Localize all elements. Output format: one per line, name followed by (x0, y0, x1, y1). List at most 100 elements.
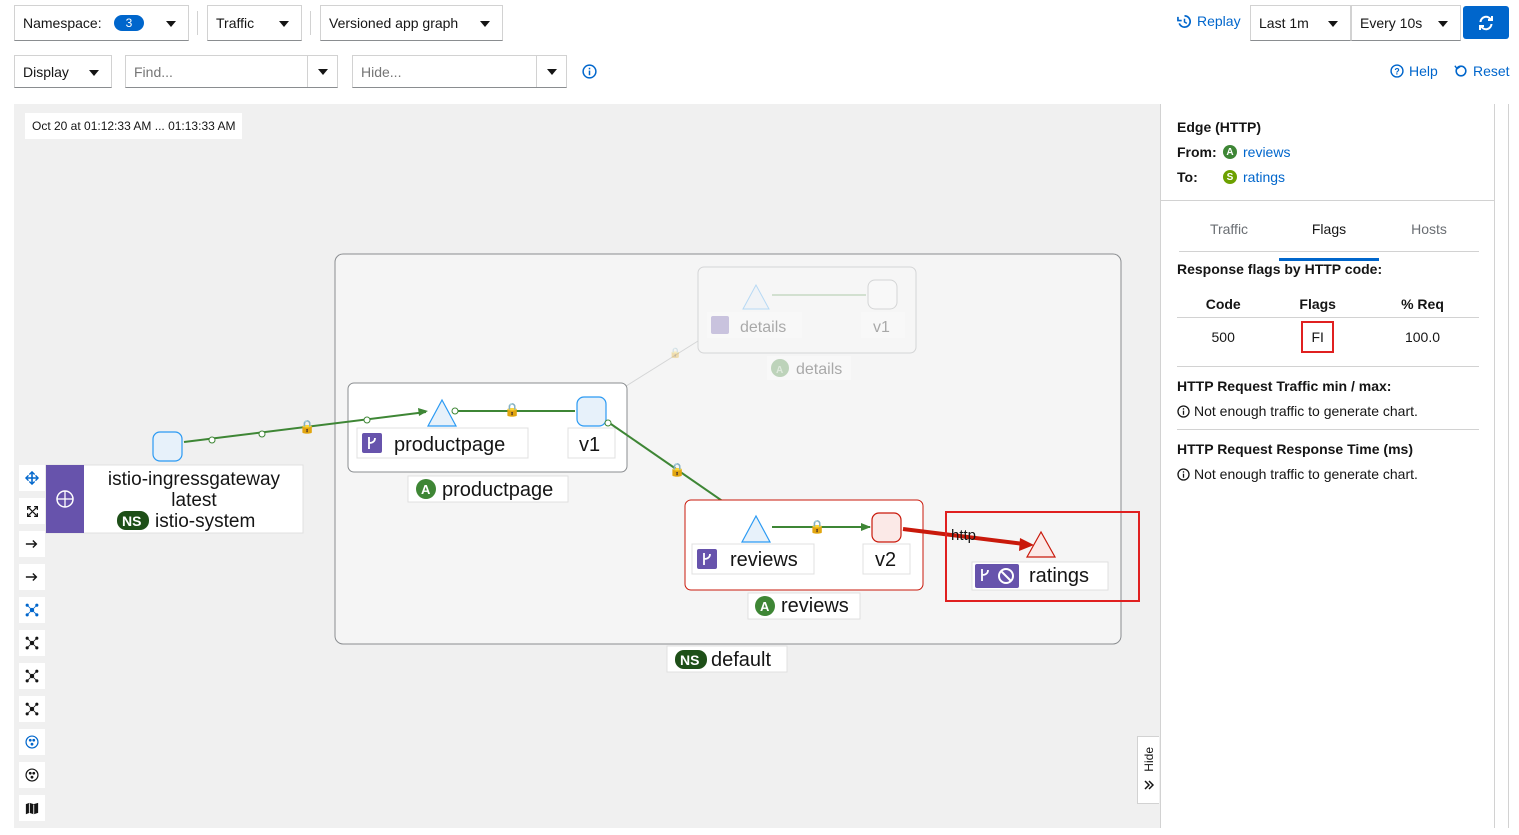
tab-traffic[interactable]: Traffic (1209, 221, 1249, 237)
refresh-interval-select[interactable]: Every 10s (1351, 5, 1461, 41)
info-circle-icon[interactable] (582, 64, 597, 79)
col-header-code: Code (1177, 291, 1270, 318)
hide-label: Hide (1141, 747, 1156, 772)
flags-title: Response flags by HTTP code: (1177, 261, 1383, 277)
display-select[interactable]: Display (14, 55, 112, 88)
layout-grid-button[interactable] (19, 630, 45, 656)
divider (1177, 366, 1479, 367)
from-link[interactable]: reviews (1243, 144, 1291, 160)
layout-dagre-button[interactable] (19, 531, 45, 557)
move-icon (25, 471, 39, 485)
lock-icon: 🔒 (504, 402, 520, 417)
details-service-label: details (740, 319, 786, 336)
gateway-node[interactable] (152, 431, 183, 462)
graph-type-select[interactable]: Versioned app graph (320, 5, 503, 41)
table-row: 500 FI 100.0 (1177, 317, 1479, 357)
namespace-count-badge: 3 (113, 15, 145, 31)
cluster-icon (25, 768, 39, 782)
namespace-label: Namespace: (23, 15, 102, 31)
help-button[interactable]: ? Help (1390, 63, 1438, 79)
panel-tabs: Traffic Flags Hosts (1179, 216, 1479, 261)
divider (310, 11, 311, 35)
col-header-req: % Req (1365, 291, 1479, 318)
legend-button[interactable] (19, 795, 45, 821)
layout-concentric-button[interactable] (19, 663, 45, 689)
graph-type-label: Versioned app graph (329, 15, 459, 31)
productpage-app-label: productpage (442, 479, 553, 501)
to-link[interactable]: ratings (1243, 169, 1286, 185)
reset-icon (1454, 65, 1467, 77)
gateway-ns-badge: NS (122, 513, 141, 529)
to-row: To: S ratings (1177, 169, 1285, 185)
divider (197, 11, 198, 35)
namespace-box[interactable] (334, 253, 1122, 645)
display-label: Display (23, 63, 69, 80)
refresh-button[interactable] (1463, 6, 1509, 39)
svg-text:?: ? (1394, 67, 1399, 77)
traffic-empty-message: Not enough traffic to generate chart. (1177, 403, 1418, 419)
tab-hosts[interactable]: Hosts (1411, 221, 1447, 237)
replay-button[interactable]: Replay (1177, 13, 1241, 29)
find-history-toggle[interactable] (307, 56, 337, 87)
hide-panel-toggle[interactable]: Hide (1137, 736, 1159, 804)
layout-kiali-button[interactable] (19, 696, 45, 722)
panel-title: Edge (HTTP) (1177, 119, 1261, 135)
edge-protocol-label: http (951, 527, 976, 544)
to-label: To: (1177, 169, 1198, 185)
chevron-down-icon (166, 21, 176, 27)
cluster-icon (25, 735, 39, 749)
pan-tool-button[interactable] (19, 465, 45, 491)
lock-icon: 🔒 (669, 462, 685, 477)
zoom-to-fit-button[interactable] (19, 498, 45, 524)
hide-history-toggle[interactable] (536, 56, 566, 87)
reset-button[interactable]: Reset (1454, 63, 1510, 79)
reviews-version-label: v2 (875, 549, 896, 571)
details-app-label: details (796, 361, 842, 378)
traffic-select[interactable]: Traffic (207, 5, 302, 41)
namespace-layout-button[interactable] (19, 729, 45, 755)
productpage-v1-node[interactable] (576, 396, 607, 427)
tab-flags[interactable]: Flags (1279, 216, 1379, 261)
graph-svg: details v1 A details 🔒 productpage v1 🔒 … (45, 253, 1140, 673)
app-badge-icon: A (1223, 145, 1237, 159)
hide-field[interactable] (352, 55, 567, 88)
arrow-right-icon (25, 573, 38, 581)
ratings-service-label: ratings (1029, 565, 1089, 587)
gateway-version-label: latest (171, 490, 217, 511)
lock-icon: 🔒 (299, 419, 315, 434)
namespace-layout-alt-button[interactable] (19, 762, 45, 788)
duration-label: Last 1m (1259, 15, 1309, 31)
layout-breadth-button[interactable] (19, 564, 45, 590)
graph-canvas[interactable]: Oct 20 at 01:12:33 AM ... 01:13:33 AM de… (14, 104, 1160, 828)
response-chart-title: HTTP Request Response Time (ms) (1177, 441, 1413, 457)
scrollbar[interactable] (1494, 104, 1509, 828)
help-label: Help (1409, 63, 1438, 79)
hide-input[interactable] (353, 56, 534, 87)
reviews-service-label: reviews (730, 549, 798, 571)
service-badge-icon: S (1223, 170, 1237, 184)
namespace-select[interactable]: Namespace: 3 (14, 5, 189, 41)
question-circle-icon: ? (1390, 64, 1404, 78)
gateway-namespace-label: istio-system (155, 511, 255, 532)
productpage-service-node[interactable] (426, 398, 458, 427)
traffic-chart-title: HTTP Request Traffic min / max: (1177, 378, 1392, 394)
namespace-name-label: default (711, 649, 771, 671)
find-input[interactable] (126, 56, 305, 87)
reviews-v2-node[interactable] (871, 512, 902, 543)
reset-label: Reset (1473, 63, 1510, 79)
arrow-right-icon (25, 540, 38, 548)
find-field[interactable] (125, 55, 338, 88)
info-circle-icon (1177, 404, 1190, 418)
map-icon (25, 802, 39, 814)
duration-select[interactable]: Last 1m (1250, 5, 1351, 41)
details-group[interactable] (606, 266, 917, 399)
productpage-service-label: productpage (394, 434, 505, 456)
layout-cose-button[interactable] (19, 597, 45, 623)
details-service-node[interactable] (742, 283, 770, 310)
traffic-empty-text: Not enough traffic to generate chart. (1194, 403, 1418, 419)
ratings-service-node[interactable] (1025, 530, 1057, 558)
replay-label: Replay (1197, 13, 1241, 29)
details-app-badge: A (776, 365, 783, 376)
reviews-service-node[interactable] (740, 514, 772, 543)
details-v1-node[interactable] (867, 279, 898, 310)
